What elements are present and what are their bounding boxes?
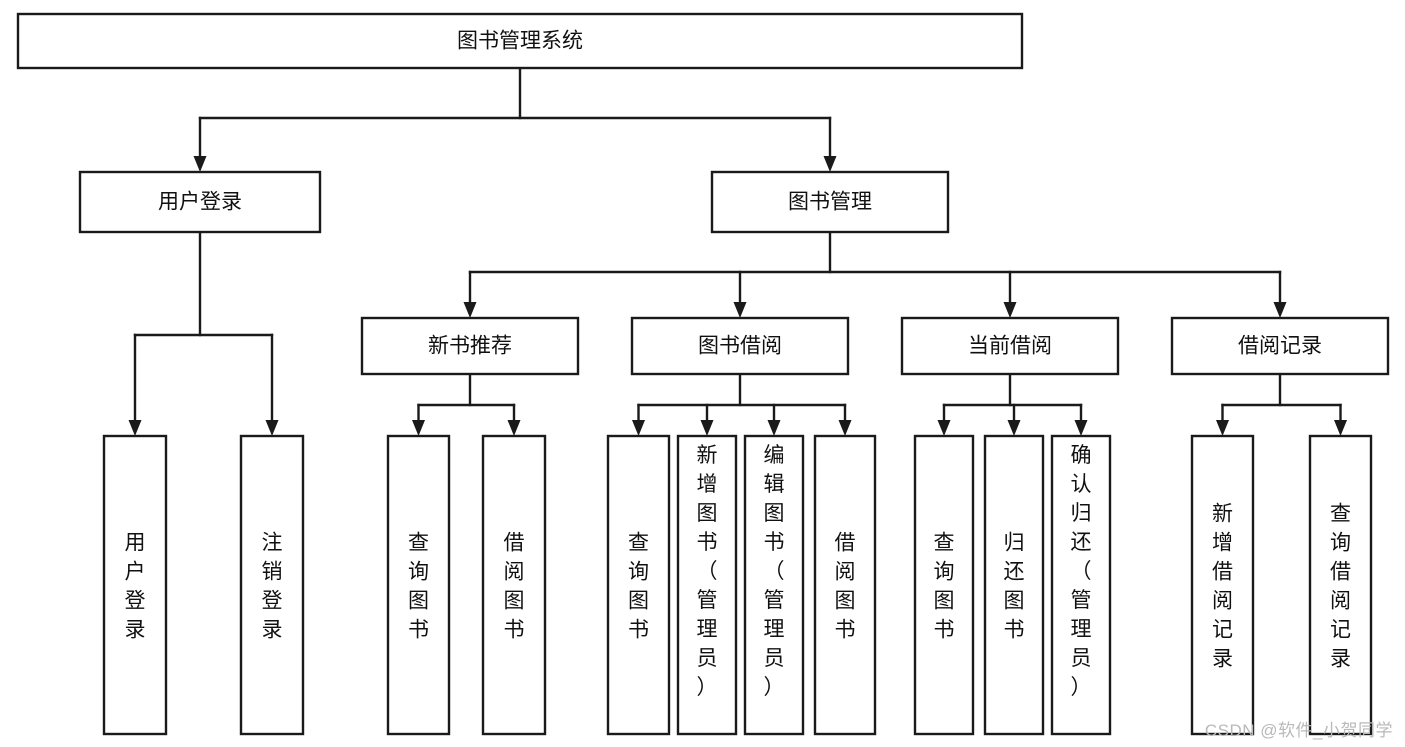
node-label: 借阅图书 — [504, 532, 525, 642]
node-leaf-query-book-3[interactable]: 查询图书 — [913, 434, 975, 736]
node-borrow-record[interactable]: 借阅记录 — [1170, 316, 1390, 376]
connector-arrowhead — [265, 420, 279, 436]
node-leaf-user-logout[interactable]: 注销登录 — [239, 434, 305, 736]
node-box[interactable] — [710, 170, 950, 234]
node-label: 当前借阅 — [968, 335, 1052, 358]
node-label: 查询图书 — [628, 532, 649, 642]
node-label: 归还图书 — [1004, 532, 1025, 642]
connector-arrowhead — [937, 420, 951, 436]
node-box[interactable] — [1050, 434, 1112, 736]
node-box[interactable] — [606, 434, 671, 736]
connector-group — [632, 372, 852, 436]
connector-arrowhead — [463, 302, 477, 318]
watermark-text: CSDN @软件_小贺同学 — [1204, 721, 1393, 740]
connector-arrowhead — [1334, 420, 1347, 436]
connector-arrowhead — [1003, 302, 1017, 318]
node-root[interactable]: 图书管理系统 — [16, 12, 1024, 70]
node-box[interactable] — [676, 434, 738, 736]
connector-arrowhead — [767, 420, 781, 436]
node-label: 新增图书（管理员） — [697, 444, 718, 699]
connector-arrowhead — [1216, 420, 1229, 436]
connector-arrowhead — [838, 420, 852, 436]
connector-arrowhead — [1273, 302, 1287, 318]
connector-arrowhead — [193, 156, 207, 172]
connector-arrowhead — [700, 420, 714, 436]
node-leaf-return-book[interactable]: 归还图书 — [983, 434, 1045, 736]
node-box[interactable] — [913, 434, 975, 736]
node-box[interactable] — [481, 434, 547, 736]
connector-arrowhead — [1074, 420, 1088, 436]
node-box[interactable] — [386, 434, 451, 736]
connector-group — [128, 230, 279, 436]
node-leaf-query-book-1[interactable]: 查询图书 — [386, 434, 451, 736]
node-box[interactable] — [16, 12, 1024, 70]
connector-group — [193, 66, 837, 172]
node-leaf-add-book[interactable]: 新增图书（管理员） — [676, 434, 738, 736]
connector-arrowhead — [632, 420, 645, 436]
node-box[interactable] — [1170, 316, 1390, 376]
node-box[interactable] — [1308, 434, 1373, 736]
connector-group — [412, 372, 521, 436]
node-label: 查询图书 — [934, 532, 955, 642]
node-label: 借阅图书 — [835, 532, 856, 642]
node-box[interactable] — [360, 316, 580, 376]
node-leaf-add-record[interactable]: 新增借阅记录 — [1190, 434, 1255, 736]
node-label: 编辑图书（管理员） — [764, 444, 785, 699]
connector-arrowhead — [128, 420, 142, 436]
node-label: 借阅记录 — [1238, 335, 1322, 358]
node-leaf-query-book-2[interactable]: 查询图书 — [606, 434, 671, 736]
node-leaf-query-record[interactable]: 查询借阅记录 — [1308, 434, 1373, 736]
node-current-borrow[interactable]: 当前借阅 — [900, 316, 1120, 376]
node-book-borrow[interactable]: 图书借阅 — [630, 316, 850, 376]
connector-arrowhead — [507, 420, 521, 436]
node-box[interactable] — [743, 434, 805, 736]
node-box[interactable] — [239, 434, 305, 736]
node-label: 图书管理 — [788, 191, 872, 214]
node-box[interactable] — [102, 434, 168, 736]
node-box[interactable] — [813, 434, 877, 736]
node-leaf-borrow-book-2[interactable]: 借阅图书 — [813, 434, 877, 736]
connector-arrowhead — [823, 156, 837, 172]
node-label: 新增借阅记录 — [1212, 503, 1233, 671]
connector-group — [463, 230, 1287, 318]
connector-group — [1216, 372, 1347, 436]
node-box[interactable] — [1190, 434, 1255, 736]
node-book-manage[interactable]: 图书管理 — [710, 170, 950, 234]
node-user-login[interactable]: 用户登录 — [78, 170, 322, 234]
node-label: 查询图书 — [408, 532, 429, 642]
node-label: 新书推荐 — [428, 335, 512, 358]
node-leaf-borrow-book-1[interactable]: 借阅图书 — [481, 434, 547, 736]
node-box[interactable] — [983, 434, 1045, 736]
node-label: 确认归还（管理员） — [1071, 444, 1092, 699]
node-label: 查询借阅记录 — [1330, 503, 1351, 671]
connector-group — [937, 372, 1088, 436]
node-leaf-user-login[interactable]: 用户登录 — [102, 434, 168, 736]
node-box[interactable] — [900, 316, 1120, 376]
node-label: 图书管理系统 — [457, 30, 583, 53]
node-box[interactable] — [78, 170, 322, 234]
node-leaf-confirm-return[interactable]: 确认归还（管理员） — [1050, 434, 1112, 736]
node-label: 用户登录 — [125, 532, 146, 642]
node-new-book-rec[interactable]: 新书推荐 — [360, 316, 580, 376]
node-label: 图书借阅 — [698, 335, 782, 358]
node-leaf-edit-book[interactable]: 编辑图书（管理员） — [743, 434, 805, 736]
connector-arrowhead — [412, 420, 425, 436]
connector-arrowhead — [733, 302, 747, 318]
node-label: 注销登录 — [262, 532, 283, 642]
node-box[interactable] — [630, 316, 850, 376]
node-label: 用户登录 — [158, 191, 242, 214]
connector-arrowhead — [1007, 420, 1021, 436]
